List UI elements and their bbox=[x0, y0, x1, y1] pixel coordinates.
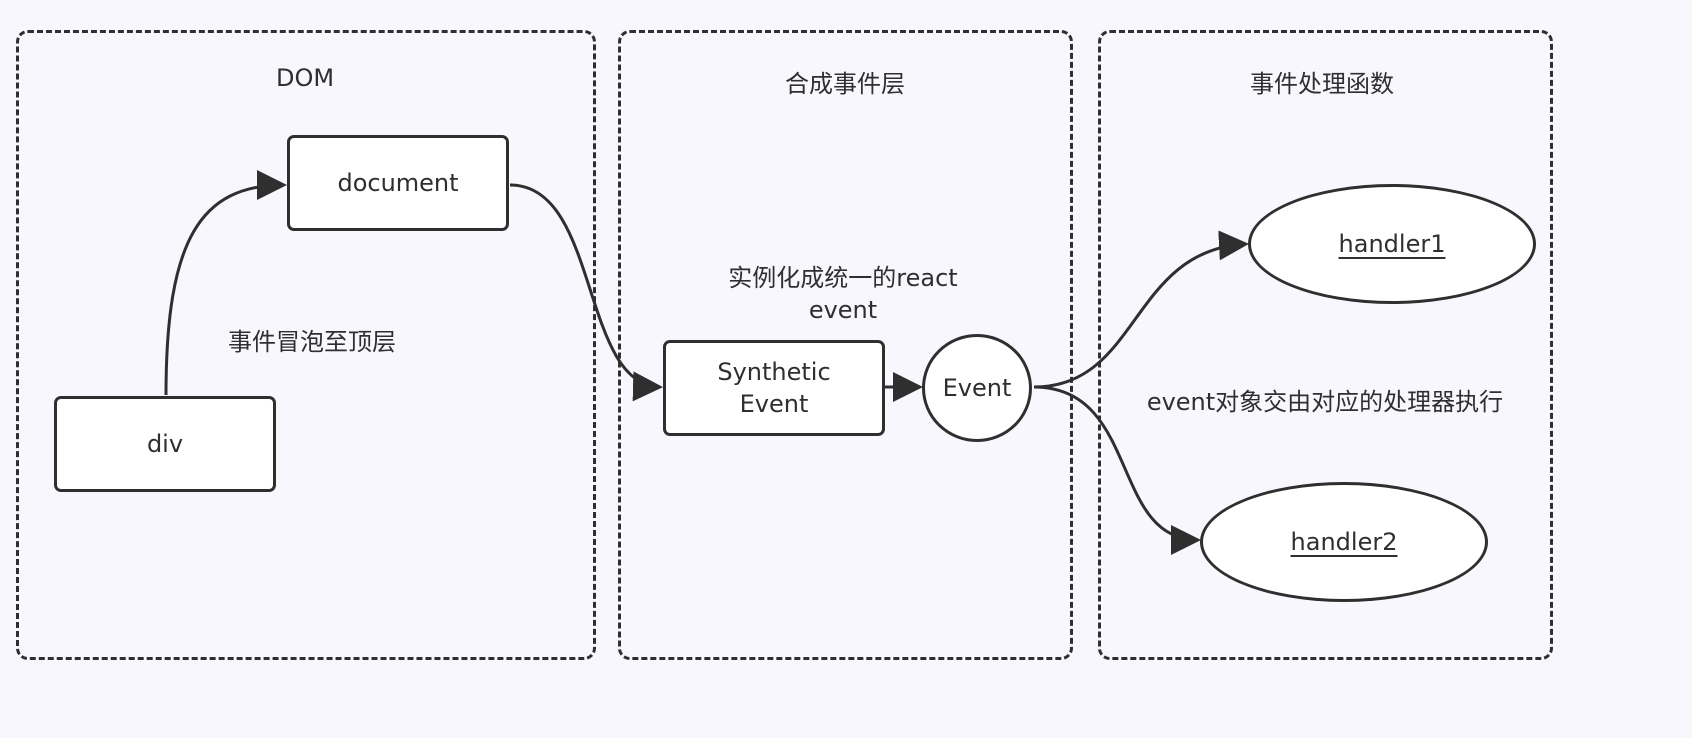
instantiate-react-event-label: 实例化成统一的react event bbox=[728, 262, 957, 326]
synthetic-event-label-line1: Synthetic bbox=[717, 358, 831, 386]
dom-panel-title: DOM bbox=[275, 64, 335, 92]
div-node: div bbox=[54, 396, 276, 492]
event-handlers-panel bbox=[1098, 30, 1553, 660]
synthetic-event-label-line2: Event bbox=[739, 390, 809, 418]
document-to-synthetic-arrow bbox=[509, 183, 663, 402]
event-to-handler2-arrow bbox=[1033, 385, 1201, 555]
instantiate-label-line1: 实例化成统一的react bbox=[728, 264, 958, 292]
handler2-node: handler2 bbox=[1200, 482, 1488, 602]
handler1-node: handler1 bbox=[1248, 184, 1536, 304]
div-to-document-arrow bbox=[164, 170, 287, 396]
document-node-label: document bbox=[337, 169, 459, 197]
handler1-label: handler1 bbox=[1338, 230, 1446, 258]
instantiate-label-line2: event bbox=[808, 296, 878, 324]
synthetic-panel-title: 合成事件层 bbox=[785, 70, 905, 98]
bubble-to-top-label: 事件冒泡至顶层 bbox=[228, 328, 396, 356]
synthetic-event-node: Synthetic Event bbox=[663, 340, 885, 436]
synthetic-event-layer-panel bbox=[618, 30, 1073, 660]
event-to-handler1-arrow bbox=[1033, 230, 1249, 389]
div-node-label: div bbox=[146, 430, 184, 458]
document-node: document bbox=[287, 135, 509, 231]
event-node-label: Event bbox=[942, 374, 1012, 402]
handlers-panel-title: 事件处理函数 bbox=[1250, 70, 1394, 98]
handler2-label: handler2 bbox=[1290, 528, 1398, 556]
dispatch-to-handler-label: event对象交由对应的处理器执行 bbox=[1146, 388, 1504, 416]
event-node: Event bbox=[922, 334, 1032, 442]
dom-panel bbox=[16, 30, 596, 660]
